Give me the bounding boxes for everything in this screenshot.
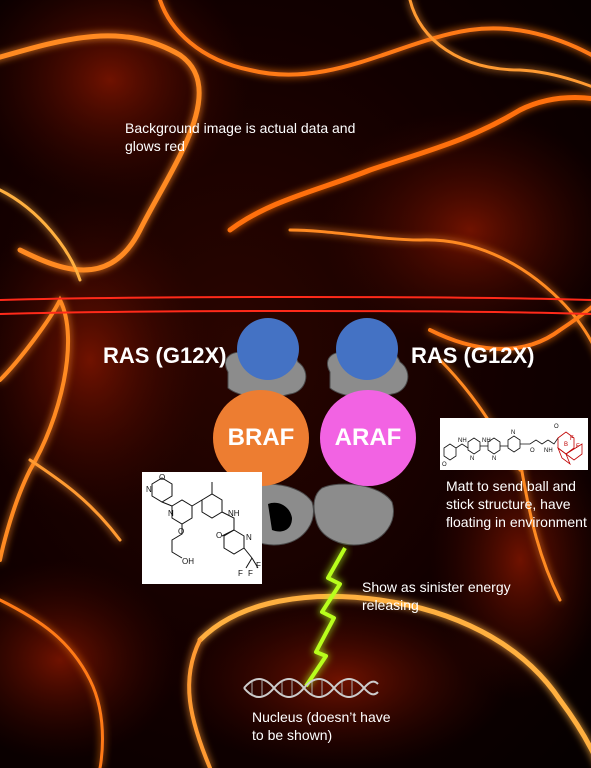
araf-node: ARAF — [320, 390, 416, 486]
cell-glow — [0, 0, 250, 200]
energy-bolt — [304, 547, 347, 688]
ras-label-right: RAS (G12X) — [411, 343, 535, 368]
atom-label: O — [159, 473, 165, 482]
note-background: Background image is actual data and glow… — [125, 120, 356, 154]
note-energy: Show as sinister energy releasing — [362, 579, 511, 613]
protein-shadow — [268, 502, 292, 532]
ras-ball-left — [237, 318, 299, 380]
atom-label: O — [554, 424, 559, 430]
atom-label: N — [146, 485, 152, 494]
atom-label: N — [246, 533, 252, 542]
atom-label: F — [570, 436, 574, 442]
molecule-drawing-left: N O N O OH NH O N F F F — [146, 473, 261, 578]
molecule-structure-left: N O N O OH NH O N F F F — [142, 472, 262, 584]
molecule-structure-right: O NH NH N N N O NH O B F F — [440, 418, 588, 470]
cell-glow — [0, 200, 210, 520]
atom-label: O — [530, 448, 535, 454]
araf-label: ARAF — [334, 424, 402, 451]
atom-label: NH — [228, 509, 240, 518]
molecule-drawing-right: O NH NH N N N O NH O B F F — [442, 424, 583, 468]
atom-label: B — [564, 442, 568, 448]
atom-label: O — [442, 462, 447, 468]
braf-node: BRAF — [213, 390, 309, 486]
dna-helix-icon — [243, 678, 379, 698]
atom-label: O — [178, 527, 184, 536]
atom-label: N — [470, 456, 474, 462]
atom-label: N — [492, 456, 496, 462]
atom-label: OH — [182, 557, 194, 566]
cell-membrane — [0, 296, 591, 315]
atom-label: N — [168, 509, 174, 518]
note-matt-structure: Matt to send ball and stick structure, h… — [446, 478, 587, 530]
atom-label: F — [256, 561, 261, 570]
atom-label: NH — [482, 438, 491, 444]
atom-label: O — [216, 531, 222, 540]
ras-label-left: RAS (G12X) — [103, 343, 227, 368]
atom-label: NH — [458, 438, 467, 444]
cell-glow — [320, 110, 591, 350]
atom-label: NH — [544, 448, 553, 454]
cell-glow — [430, 420, 591, 700]
note-nucleus: Nucleus (doesn’t have to be shown) — [252, 709, 391, 743]
atom-label: N — [511, 430, 515, 436]
braf-label: BRAF — [227, 424, 295, 451]
cell-glow — [170, 590, 510, 768]
atom-label: F — [576, 444, 580, 450]
atom-label: F — [248, 569, 253, 578]
cell-glow — [0, 560, 180, 760]
atom-label: F — [238, 569, 243, 578]
ras-ball-right — [336, 318, 398, 380]
